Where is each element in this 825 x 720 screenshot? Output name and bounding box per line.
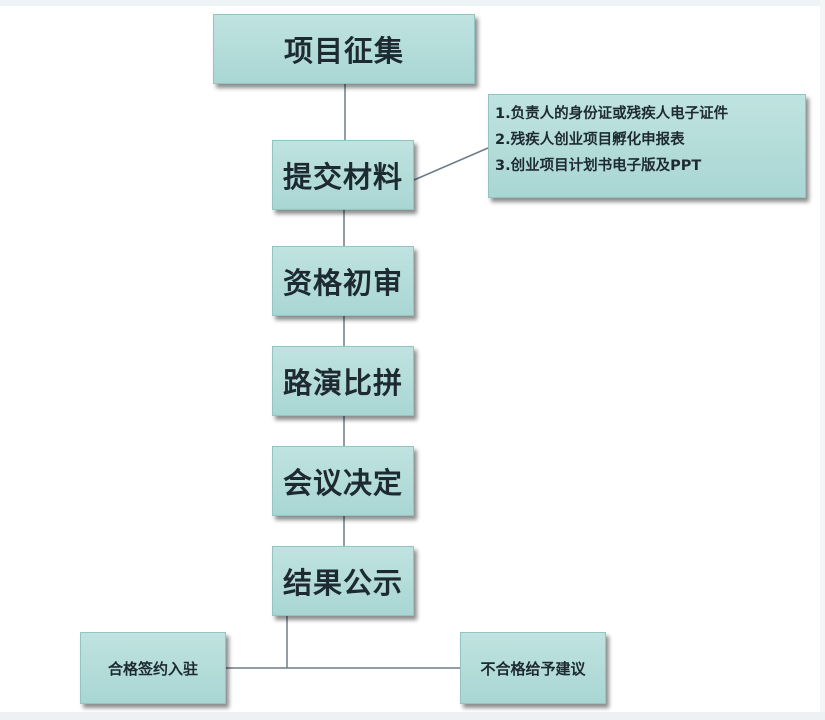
materials-note-item: 1.负责人的身份证或残疾人电子证件 [495,106,729,122]
materials-note-box: 1.负责人的身份证或残疾人电子证件 2.残疾人创业项目孵化申报表 3.创业项目计… [488,94,806,198]
outcome-fail-box: 不合格给予建议 [460,632,606,704]
stage-label: 项目征集 [283,34,404,68]
materials-note-item: 3.创业项目计划书电子版及PPT [495,158,702,174]
top-border-strip [0,0,825,6]
stage-label: 路演比拼 [282,366,403,400]
stage-label: 结果公示 [282,566,403,600]
stage-eligibility-review: 资格初审 [272,246,414,316]
stage-label: 提交材料 [282,160,403,194]
right-border-strip [820,0,825,720]
stage-label: 会议决定 [282,466,403,500]
materials-note-item: 2.残疾人创业项目孵化申报表 [495,132,685,148]
outcome-pass-box: 合格签约入驻 [80,632,226,704]
stage-roadshow-competition: 路演比拼 [272,346,414,416]
stage-project-collection: 项目征集 [213,14,475,84]
stage-meeting-decision: 会议决定 [272,446,414,516]
stage-label: 资格初审 [282,266,403,300]
connector-materials-note [413,147,489,181]
stage-submit-materials: 提交材料 [272,140,414,210]
outcome-label: 合格签约入驻 [107,659,198,678]
stage-result-publicity: 结果公示 [272,546,414,616]
bottom-border-strip [0,712,825,720]
outcome-label: 不合格给予建议 [480,659,586,678]
